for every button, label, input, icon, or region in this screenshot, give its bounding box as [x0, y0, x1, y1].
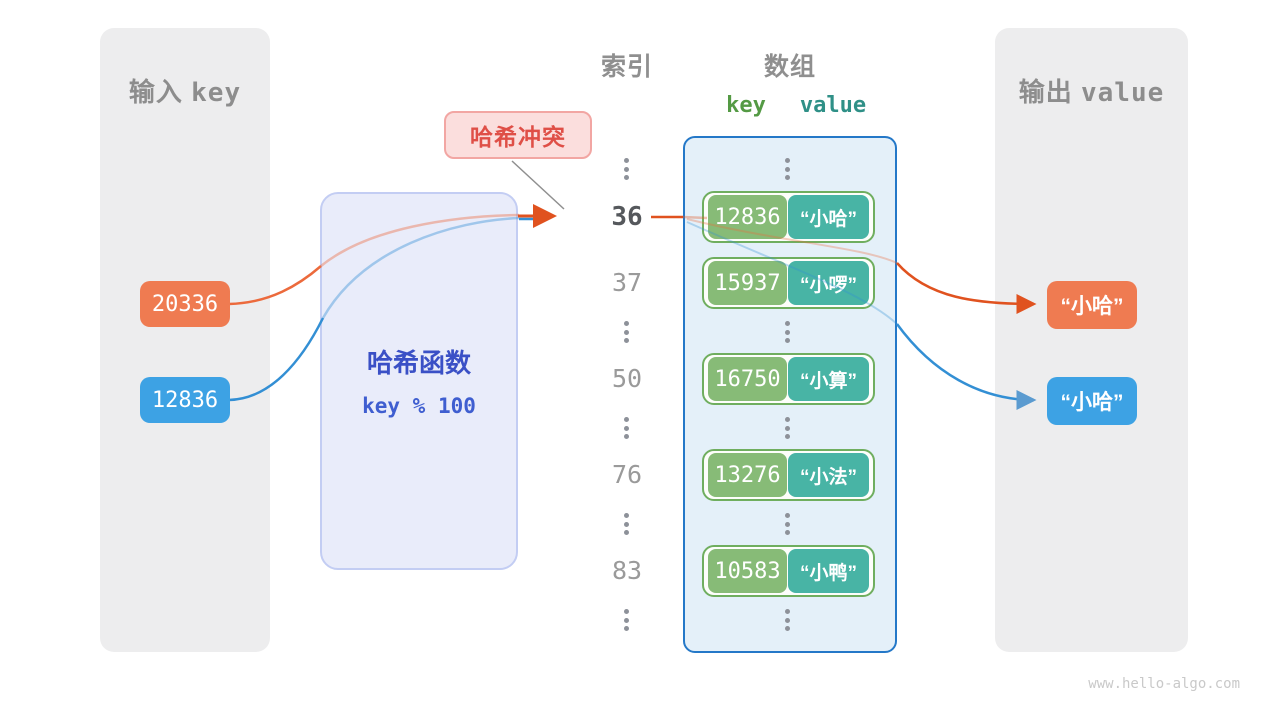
key-column-header: key [726, 93, 766, 118]
output-value-orange: “小哈” [1047, 281, 1137, 329]
array-row: 10583 “小鸭” [702, 545, 875, 597]
row-value: “小算” [788, 357, 869, 401]
ellipsis-icon [624, 158, 629, 180]
row-key: 16750 [708, 357, 787, 401]
ellipsis-icon [785, 513, 790, 535]
input-panel-title-latin: key [191, 78, 242, 108]
row-key: 15937 [708, 261, 787, 305]
website-watermark: www.hello-algo.com [1088, 676, 1240, 692]
row-value: “小法” [788, 453, 869, 497]
ellipsis-icon [785, 321, 790, 343]
input-key-12836: 12836 [140, 377, 230, 423]
index-value-50: 50 [611, 364, 643, 393]
row-value: “小哈” [788, 195, 869, 239]
index-value-76: 76 [611, 460, 643, 489]
index-value-37: 37 [611, 268, 643, 297]
input-panel: 输入 key [100, 28, 270, 652]
array-row: 12836 “小哈” [702, 191, 875, 243]
output-panel-title-latin: value [1080, 78, 1165, 108]
array-column-header: 数组 [763, 53, 816, 81]
index-value-83: 83 [611, 556, 643, 585]
output-value-blue: “小哈” [1047, 377, 1137, 425]
hash-collision-label: 哈希冲突 [444, 111, 592, 159]
input-panel-title: 输入 key [100, 72, 270, 109]
hash-function-formula: key % 100 [362, 394, 476, 418]
output-panel: 输出 value [995, 28, 1188, 652]
array-row: 13276 “小法” [702, 449, 875, 501]
ellipsis-icon [785, 417, 790, 439]
ellipsis-icon [785, 158, 790, 180]
index-column-header: 索引 [600, 53, 653, 81]
row-value: “小鸭” [788, 549, 869, 593]
ellipsis-icon [624, 417, 629, 439]
row-key: 13276 [708, 453, 787, 497]
row-key: 12836 [708, 195, 787, 239]
ellipsis-icon [624, 321, 629, 343]
row-value: “小啰” [788, 261, 869, 305]
input-key-20336: 20336 [140, 281, 230, 327]
hash-function-title: 哈希函数 [366, 348, 471, 378]
input-panel-title-cjk: 输入 [128, 77, 183, 107]
ellipsis-icon [624, 609, 629, 631]
output-panel-title: 输出 value [995, 72, 1188, 109]
row-key: 10583 [708, 549, 787, 593]
ellipsis-icon [624, 513, 629, 535]
index-value-36: 36 [611, 202, 643, 232]
ellipsis-icon [785, 609, 790, 631]
array-row: 15937 “小啰” [702, 257, 875, 309]
hash-function-box [320, 192, 518, 570]
output-panel-title-cjk: 输出 [1018, 77, 1073, 107]
array-row: 16750 “小算” [702, 353, 875, 405]
value-column-header: value [799, 93, 867, 118]
